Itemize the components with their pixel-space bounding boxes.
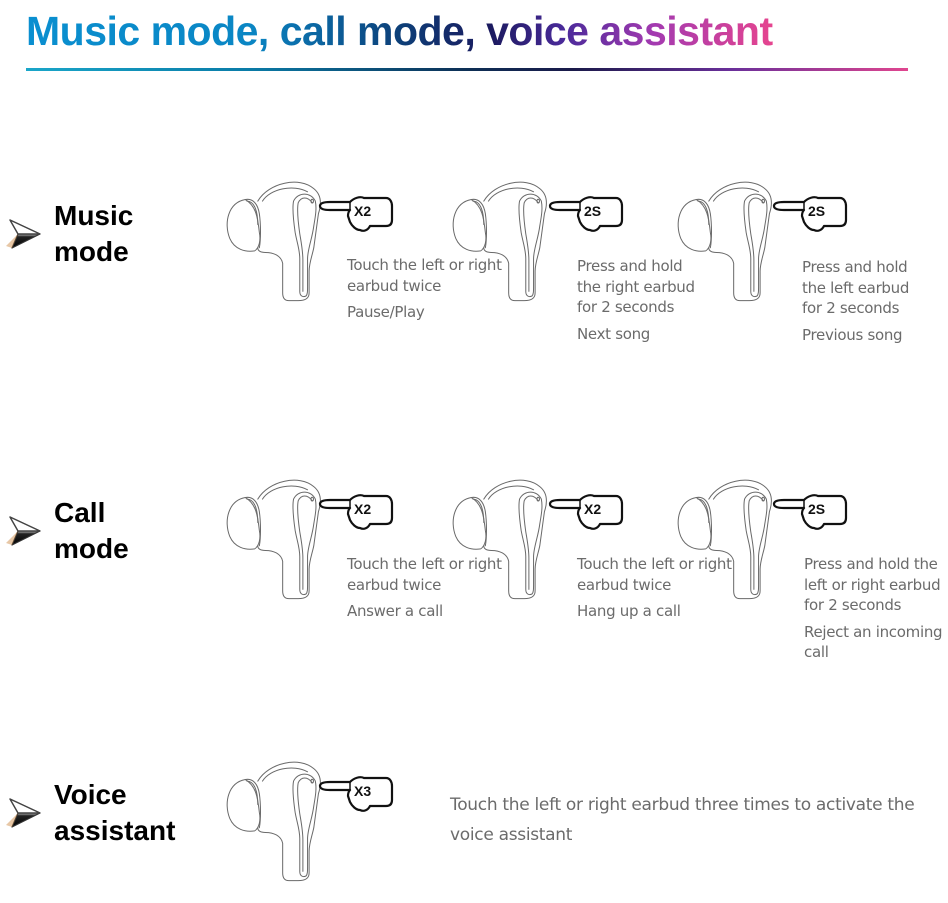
section-title-voice: Voice assistant bbox=[54, 779, 176, 846]
section-label-call: Call mode bbox=[0, 495, 129, 567]
hand-tap-icon: X2 bbox=[546, 492, 626, 532]
instruction-text: Press and hold the left earbud for 2 sec… bbox=[802, 258, 910, 344]
hand-tap-icon: X2 bbox=[316, 194, 396, 234]
instruction-text: Touch the left or right earbud twice Han… bbox=[577, 555, 732, 620]
action-text: Next song bbox=[577, 324, 651, 343]
arrow-right-icon bbox=[4, 216, 44, 252]
earbud-icon bbox=[673, 160, 813, 320]
tap-badge: 2S bbox=[808, 501, 826, 517]
action-text: Hang up a call bbox=[577, 602, 681, 620]
instruction-text: Touch the left or right earbud twice Pau… bbox=[347, 256, 502, 321]
instruction-text: Touch the left or right earbud twice Ans… bbox=[347, 555, 502, 620]
section-label-music: Music mode bbox=[0, 198, 133, 270]
instruction-text: Press and hold the left or right earbud … bbox=[804, 555, 943, 661]
section-title-call: Call mode bbox=[54, 497, 129, 564]
action-text: Previous song bbox=[802, 325, 903, 344]
tap-badge: 2S bbox=[808, 203, 826, 219]
action-text: Reject an incoming bbox=[804, 622, 943, 641]
title-divider bbox=[26, 68, 908, 71]
earbud-icon bbox=[448, 458, 588, 618]
hand-tap-icon: 2S bbox=[770, 194, 850, 234]
hand-tap-icon: X3 bbox=[316, 774, 396, 814]
earbud-icon bbox=[448, 160, 588, 320]
earbud-icon bbox=[673, 458, 813, 618]
section-label-voice: Voice assistant bbox=[0, 777, 175, 849]
hand-tap-icon: 2S bbox=[770, 492, 850, 532]
instruction-text: Touch the left or right earbud three tim… bbox=[450, 795, 915, 845]
hand-tap-icon: 2S bbox=[546, 194, 626, 234]
arrow-right-icon bbox=[4, 513, 44, 549]
instruction-text: Press and hold the right earbud for 2 se… bbox=[577, 257, 695, 343]
tap-badge: X3 bbox=[354, 783, 372, 799]
tap-badge: X2 bbox=[584, 501, 602, 517]
earbud-icon bbox=[222, 740, 362, 900]
earbud-icon bbox=[222, 458, 362, 618]
tap-badge: X2 bbox=[354, 203, 372, 219]
tap-badge: X2 bbox=[354, 501, 372, 517]
arrow-right-icon bbox=[4, 795, 44, 831]
section-title-music: Music mode bbox=[54, 200, 134, 267]
hand-tap-icon: X2 bbox=[316, 492, 396, 532]
tap-badge: 2S bbox=[584, 203, 602, 219]
action-text-cont: call bbox=[804, 643, 829, 661]
page-title: Music mode, call mode, voice assistant bbox=[26, 8, 773, 54]
action-text: Answer a call bbox=[347, 602, 443, 620]
earbud-icon bbox=[222, 160, 362, 320]
action-text: Pause/Play bbox=[347, 303, 425, 321]
